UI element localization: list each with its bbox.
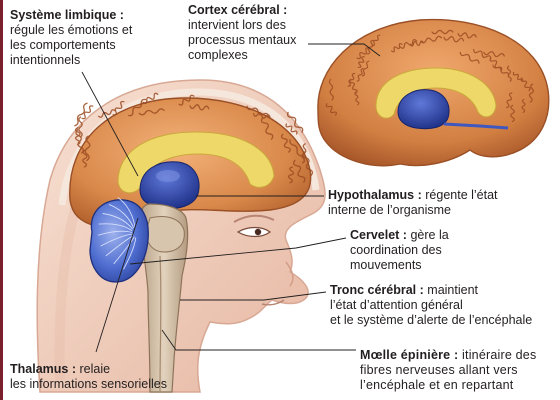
label-moelle-line-1: fibres nerveuses allant vers (360, 363, 518, 377)
label-cervelet-line-2: mouvements (350, 258, 422, 272)
label-tronc-line-2: et le système d’alerte de l’encéphale (330, 313, 532, 327)
label-cortex-line-1: intervient lors des (188, 18, 286, 32)
label-limbic-line-3: intentionnels (10, 53, 80, 67)
label-moelle-line-2: l’encéphale et en repartant (360, 378, 513, 392)
label-moelle-epiniere: Mœlle épinière : itinéraire des fibres n… (360, 348, 536, 393)
label-limbic-system: Système limbique : régule les émotions e… (10, 8, 132, 68)
label-thalamus: Thalamus : relaie les informations senso… (10, 362, 167, 392)
label-cervelet: Cervelet : gère la coordination des mouv… (350, 228, 449, 273)
label-cervelet-title: Cervelet : (350, 228, 407, 242)
stem-pons (146, 217, 184, 253)
label-thalamus-line-1: les informations sensorielles (10, 377, 167, 391)
label-hypothalamus-inline: régente l’état (425, 188, 497, 202)
label-limbic-line-1: régule les émotions et (10, 23, 132, 37)
label-hypothalamus-line-1: interne de l’organisme (328, 203, 451, 217)
label-tronc-cerebral: Tronc cérébral : maintient l’état d’atte… (330, 283, 532, 328)
label-tronc-inline: maintient (427, 283, 478, 297)
label-limbic-line-2: les comportements (10, 38, 116, 52)
label-cortex-line-2: processus mentaux (188, 33, 296, 47)
label-cortex: Cortex cérébral : intervient lors des pr… (188, 3, 296, 63)
secondary-thalamus (398, 90, 449, 129)
label-tronc-title: Tronc cérébral : (330, 283, 424, 297)
label-hypothalamus-title: Hypothalamus : (328, 188, 422, 202)
label-hypothalamus: Hypothalamus : régente l’état interne de… (328, 188, 498, 218)
label-thalamus-title: Thalamus : (10, 362, 76, 376)
thalamus-highlight (156, 170, 180, 182)
label-thalamus-inline: relaie (79, 362, 110, 376)
label-cortex-title: Cortex cérébral : (188, 3, 287, 17)
eye-iris (255, 229, 261, 235)
label-cortex-line-3: complexes (188, 48, 248, 62)
label-cervelet-inline: gère la (410, 228, 448, 242)
label-tronc-line-1: l’état d’attention général (330, 298, 463, 312)
label-limbic-title: Système limbique : (10, 8, 124, 22)
label-moelle-title: Mœlle épinière : (360, 348, 458, 362)
label-moelle-inline: itinéraire des (462, 348, 536, 362)
label-cervelet-line-1: coordination des (350, 243, 442, 257)
